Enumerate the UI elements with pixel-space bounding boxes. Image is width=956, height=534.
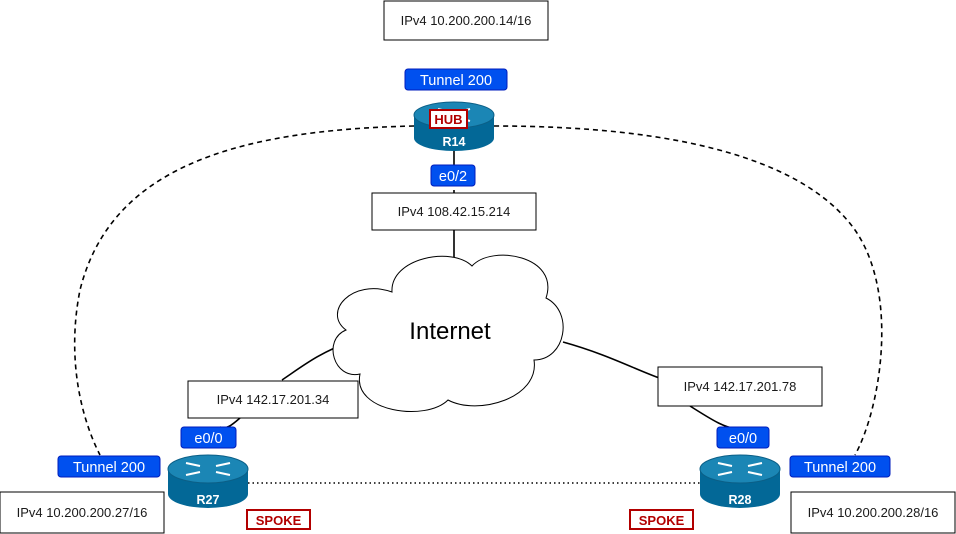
router-r14-label: R14 [443,135,466,149]
tunnel-links [73,125,883,484]
router-r28[interactable]: R28 [699,454,781,508]
hub-role-tag: HUB [434,112,462,127]
spoke-left-group: IPv4 142.17.201.34 e0/0 Tunnel 200 R27 S… [0,380,359,534]
hub-group: IPv4 10.200.200.14/16 Tunnel 200 HUB R14… [371,0,549,231]
r28-role-tag: SPOKE [639,513,685,528]
router-r27-label: R27 [197,493,220,507]
r28-interface-badge: e0/0 [729,431,757,447]
r27-interface-badge: e0/0 [194,431,222,447]
cloud-label: Internet [409,318,491,345]
cloud-shape [332,254,564,412]
hub-interface-badge: e0/2 [439,169,467,185]
spoke-right-group: IPv4 142.17.201.78 e0/0 Tunnel 200 R28 S… [629,366,956,534]
r27-role-tag: SPOKE [256,513,302,528]
r28-tunnel-badge: Tunnel 200 [804,460,876,476]
hub-tunnel-ip: IPv4 10.200.200.14/16 [401,13,532,28]
hub-public-ip: IPv4 108.42.15.214 [398,204,511,219]
router-r14[interactable]: HUB R14 [413,101,495,151]
router-r27[interactable]: R27 [167,454,249,508]
router-top [167,454,249,484]
r28-public-ip: IPv4 142.17.201.78 [684,379,797,394]
r27-public-ip: IPv4 142.17.201.34 [217,392,330,407]
hub-tunnel-badge: Tunnel 200 [420,73,492,89]
r27-tunnel-ip: IPv4 10.200.200.27/16 [17,505,148,520]
router-r28-label: R28 [729,493,752,507]
r27-tunnel-badge: Tunnel 200 [73,460,145,476]
router-top [699,454,781,484]
r28-tunnel-ip: IPv4 10.200.200.28/16 [808,505,939,520]
internet-cloud: Internet [332,254,564,412]
tunnel-link-hub-to-r27 [73,125,415,456]
